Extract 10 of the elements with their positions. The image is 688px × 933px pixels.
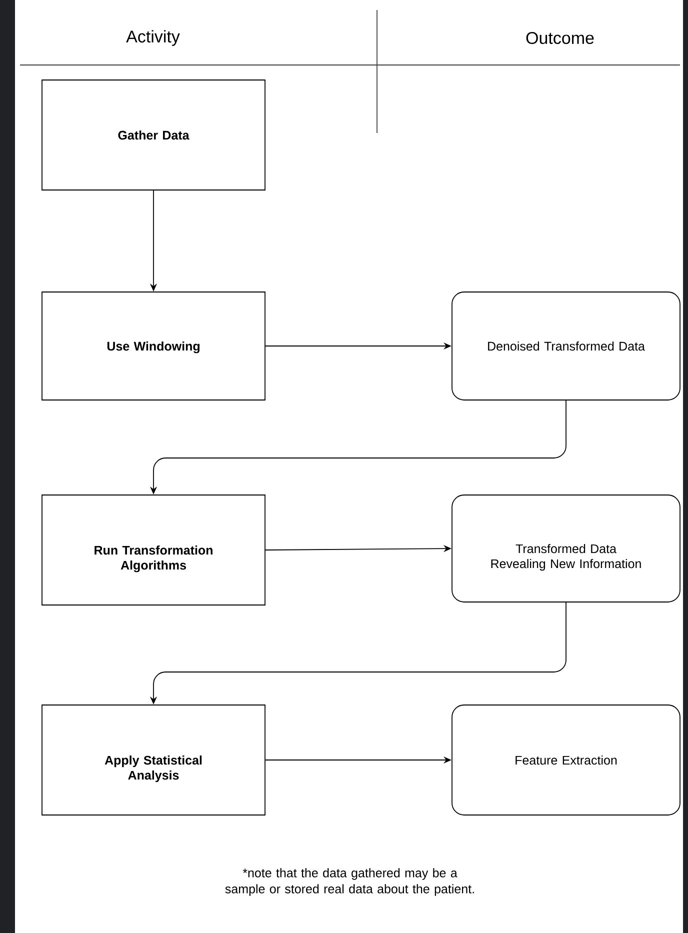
process-box: Apply Statistical Analysis xyxy=(42,704,266,816)
outcome-box: Feature Extraction xyxy=(452,704,680,816)
column-header: Activity xyxy=(126,30,180,46)
outcome-box: Denoised Transformed Data xyxy=(452,292,680,400)
process-box: Use Windowing xyxy=(42,292,266,400)
footnote-text: *note that the data gathered may be a sample or stored real data about the patient. xyxy=(225,868,474,896)
outcome-box: Transformed Data Revealing New Information xyxy=(452,494,680,602)
process-box: Gather Data xyxy=(42,80,266,190)
process-box: Run Transformation Algorithms xyxy=(42,494,266,606)
column-header: Outcome xyxy=(526,32,594,44)
